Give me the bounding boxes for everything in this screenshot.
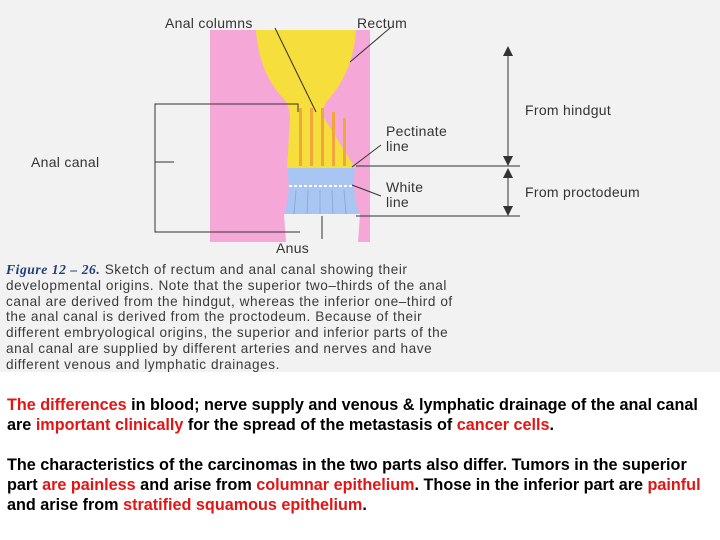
anal-canal-diagram bbox=[154, 27, 520, 242]
pectinate-line-label-1: Pectinate bbox=[386, 123, 448, 139]
caption-line: anal canal are supplied by different art… bbox=[6, 340, 433, 356]
caption-text: Sketch of rectum and anal canal showing … bbox=[104, 262, 408, 277]
caption-line: Figure 12 – 26. Sketch of rectum and ana… bbox=[6, 262, 712, 278]
highlight-differences: The differences bbox=[7, 396, 127, 414]
white-line-label-1: White bbox=[386, 179, 424, 195]
highlight-important-clinically: important clinically bbox=[35, 416, 184, 434]
clinical-notes: The differences in blood; nerve supply a… bbox=[7, 395, 713, 535]
notes-paragraph-2: The characteristics of the carcinomas in… bbox=[7, 455, 713, 515]
white-line-label-2: line bbox=[386, 194, 409, 210]
caption-line: canal are derived from the hindgut, wher… bbox=[6, 293, 453, 309]
anal-columns-label: Anal columns bbox=[165, 15, 253, 31]
highlight-painless: are painless bbox=[42, 476, 136, 494]
highlight-columnar-epithelium: columnar epithelium bbox=[256, 476, 415, 494]
anus-label: Anus bbox=[276, 240, 310, 256]
notes-text: and arise from bbox=[7, 496, 124, 514]
proctodeum-region bbox=[284, 168, 360, 214]
highlight-stratified-squamous: stratified squamous epithelium bbox=[123, 496, 363, 514]
rectum-label: Rectum bbox=[357, 15, 408, 31]
notes-text: for the spread of the metastasis of bbox=[183, 416, 457, 434]
pectinate-line-label-2: line bbox=[386, 138, 409, 154]
figure-caption: Figure 12 – 26. Sketch of rectum and ana… bbox=[6, 262, 712, 373]
caption-line: different venous and lymphatic drainages… bbox=[6, 356, 280, 372]
caption-line: developmental origins. Note that the sup… bbox=[6, 277, 447, 293]
leader-lines bbox=[154, 27, 520, 239]
arrowheads bbox=[503, 46, 513, 216]
from-hindgut-label: From hindgut bbox=[525, 102, 612, 118]
hindgut-region bbox=[256, 30, 356, 168]
notes-text: in blood; nerve supply and venous & lymp… bbox=[7, 396, 698, 434]
anal-columns-stripes bbox=[299, 108, 346, 166]
notes-text: . bbox=[362, 496, 367, 514]
notes-text: . bbox=[549, 416, 555, 434]
figure-panel: Anal columns Rectum From hindgut Pectina… bbox=[0, 0, 720, 372]
anal-canal-label: Anal canal bbox=[31, 154, 100, 170]
notes-text: The characteristics of the carcinomas in… bbox=[7, 456, 687, 494]
from-proctodeum-label: From proctodeum bbox=[525, 184, 640, 200]
highlight-painful: painful bbox=[647, 476, 701, 494]
figure-number: Figure 12 – 26. bbox=[6, 262, 101, 277]
caption-line: different embryological origins, the sup… bbox=[6, 325, 449, 341]
proctodeum-folds bbox=[293, 189, 347, 215]
notes-text: and arise from bbox=[135, 476, 257, 494]
highlight-cancer-cells: cancer cells bbox=[456, 416, 550, 434]
notes-paragraph-1: The differences in blood; nerve supply a… bbox=[7, 395, 713, 435]
notes-text: . Those in the inferior part are bbox=[414, 476, 648, 494]
caption-line: the anal canal is derived from the proct… bbox=[6, 309, 423, 325]
